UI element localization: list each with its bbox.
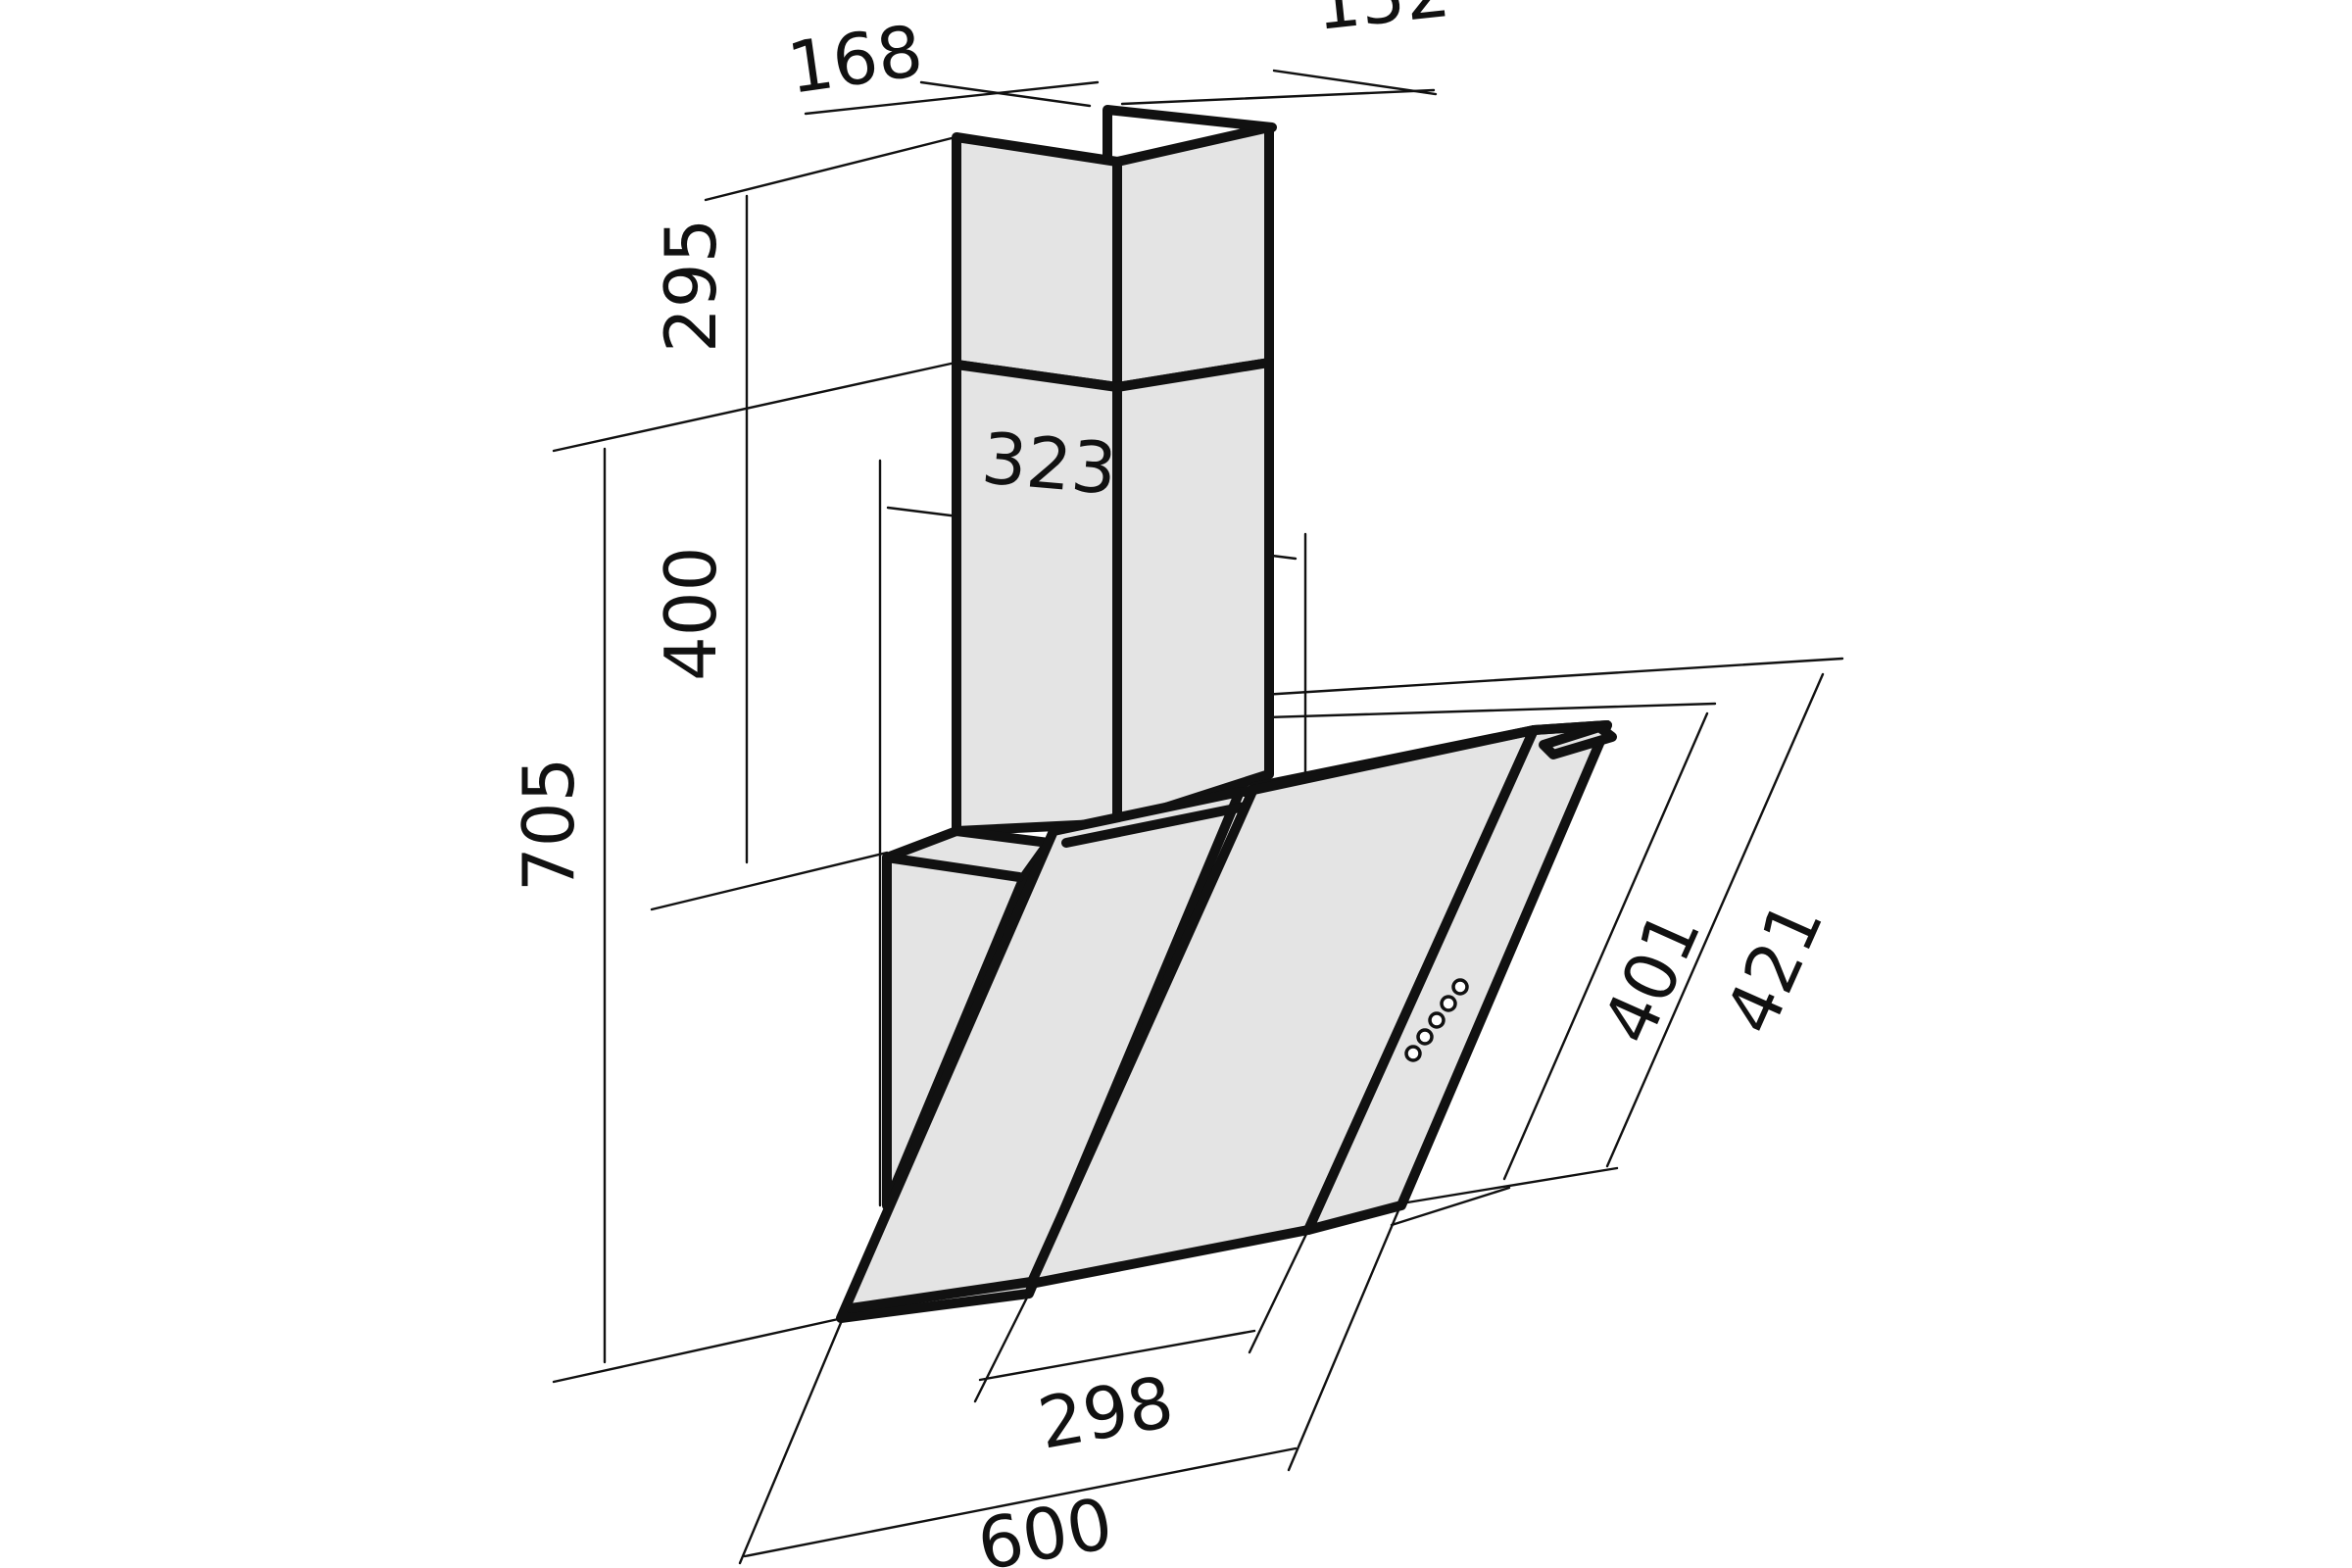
- label-chimney-depth: 168: [783, 10, 928, 110]
- housing-top-edge: [882, 853, 1024, 882]
- upper-chimney-side: [1112, 122, 1274, 392]
- chimney-top-cap: [1102, 105, 1277, 162]
- glass-panel-outer-rim: [1061, 801, 1254, 848]
- upper-chimney-front: [952, 132, 1122, 392]
- label-chimney-span: 323: [979, 416, 1120, 511]
- label-glass-depth-outer: 421: [1709, 889, 1839, 1046]
- label-upper-chimney-height: 295: [650, 219, 732, 353]
- label-total-width: 600: [971, 1482, 1118, 1568]
- side-frame-strip: [1539, 722, 1617, 760]
- glass-panel-outer: [836, 787, 1245, 1323]
- lower-chimney-side: [1112, 358, 1274, 828]
- control-button-3[interactable]: [1428, 1011, 1446, 1029]
- control-button-1[interactable]: [1404, 1045, 1422, 1062]
- label-chimney-width: 152: [1311, 0, 1453, 46]
- hood-body: [836, 105, 1617, 1323]
- label-glass-depth-inner: 401: [1587, 899, 1717, 1055]
- control-panel: [1404, 978, 1469, 1062]
- label-total-height: 705: [508, 758, 590, 892]
- label-lower-chimney-height: 400: [650, 547, 732, 681]
- control-button-2[interactable]: [1416, 1028, 1434, 1046]
- control-button-4[interactable]: [1440, 995, 1457, 1012]
- top-frame-main: [1240, 725, 1539, 797]
- control-button-5[interactable]: [1451, 978, 1469, 996]
- label-glass-width-inner: 298: [1032, 1360, 1179, 1465]
- glass-panel-outer-lip: [846, 1277, 1036, 1313]
